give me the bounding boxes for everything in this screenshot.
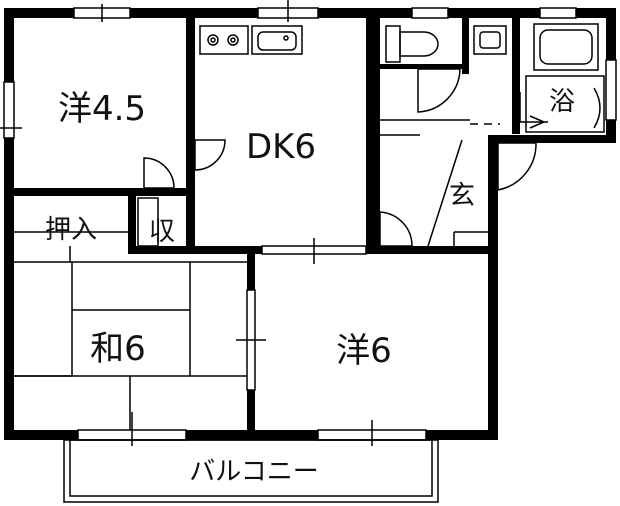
room-label-storage: 収 — [149, 217, 175, 247]
washroom-box — [525, 75, 605, 133]
room-label-bath: 浴 — [549, 87, 575, 117]
room-label-balcony: バルコニー — [189, 457, 318, 487]
sink-icon — [251, 25, 303, 55]
toilet-icon — [385, 25, 439, 63]
stove-icon — [199, 25, 249, 55]
windows — [0, 0, 617, 446]
room-label-western-6: 洋6 — [336, 331, 392, 371]
bathtub-icon — [533, 23, 601, 129]
room-label-western-4-5: 洋4.5 — [58, 89, 146, 129]
doors — [137, 68, 548, 247]
washbasin-icon — [473, 25, 507, 55]
room-label-japanese: 和6 — [90, 329, 146, 369]
details — [14, 119, 500, 430]
room-label-entrance: 玄 — [449, 181, 475, 211]
balcony — [63, 439, 439, 503]
room-label-oshiire: 押入 — [45, 215, 97, 245]
room-label-dk: DK6 — [246, 127, 316, 167]
